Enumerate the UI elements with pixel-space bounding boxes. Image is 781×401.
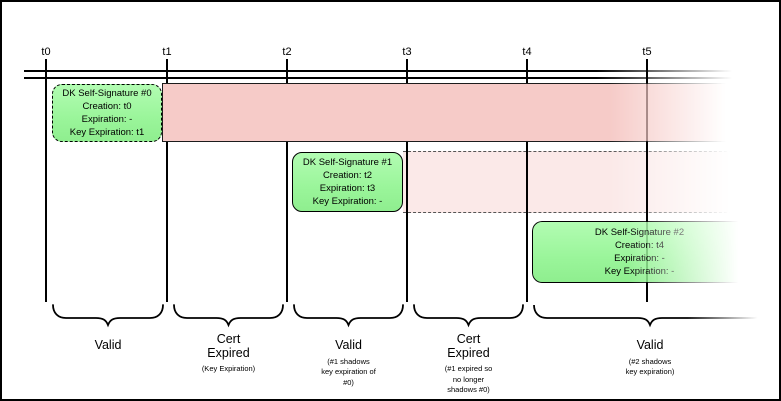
- phase-label-valid-0: Valid: [94, 338, 122, 352]
- tick-line-t5: [646, 59, 648, 302]
- tick-line-t3: [406, 59, 408, 302]
- brace-phase-4: [533, 304, 767, 328]
- tick-label-t1: t1: [162, 46, 172, 58]
- tick-line-t1: [166, 59, 168, 302]
- tick-line-t0: [45, 59, 47, 302]
- brace-phase-3: [413, 304, 524, 328]
- expired-shadowed-band: [403, 151, 737, 213]
- signature-title: DK Self-Signature #2: [594, 227, 685, 238]
- brace-phase-1: [173, 304, 284, 328]
- signature-title: DK Self-Signature #0: [62, 88, 152, 99]
- signature-expiration: Expiration: -: [614, 253, 665, 264]
- signature-key-expiration: Key Expiration: -: [312, 196, 383, 207]
- expired-band: [162, 83, 737, 142]
- signature-creation: Creation: t2: [322, 170, 373, 181]
- signature-title: DK Self-Signature #1: [302, 157, 393, 168]
- tick-line-t4: [526, 59, 528, 302]
- tick-line-t2: [286, 59, 288, 302]
- phase-label-valid-4: Valid (#2 shadows key expiration): [625, 338, 675, 376]
- brace-phase-2: [293, 304, 404, 328]
- signature-key-expiration: Key Expiration: t1: [69, 127, 145, 138]
- tick-label-t0: t0: [41, 46, 51, 58]
- tick-label-t3: t3: [402, 46, 412, 58]
- signature-box-1: DK Self-Signature #1 Creation: t2 Expira…: [292, 152, 403, 212]
- phase-label-cert-expired-1: Cert Expired (Key Expiration): [201, 332, 256, 373]
- signature-expiration: Expiration: -: [81, 114, 133, 125]
- tick-label-t5: t5: [642, 46, 652, 58]
- phase-label-cert-expired-3: Cert Expired (#1 expired so no longer sh…: [444, 332, 493, 394]
- tick-label-t2: t2: [282, 46, 292, 58]
- brace-phase-0: [52, 304, 164, 328]
- signature-creation: Creation: t4: [614, 240, 665, 251]
- phase-label-valid-2: Valid (#1 shadows key expiration of #0): [321, 338, 376, 387]
- signature-box-2: DK Self-Signature #2 Creation: t4 Expira…: [532, 221, 747, 283]
- tick-label-t4: t4: [522, 46, 532, 58]
- signature-key-expiration: Key Expiration: -: [604, 266, 675, 277]
- time-axis: [24, 70, 739, 79]
- signature-box-0: DK Self-Signature #0 Creation: t0 Expira…: [52, 84, 162, 142]
- signature-expiration: Expiration: t3: [319, 183, 376, 194]
- signature-creation: Creation: t0: [82, 101, 132, 112]
